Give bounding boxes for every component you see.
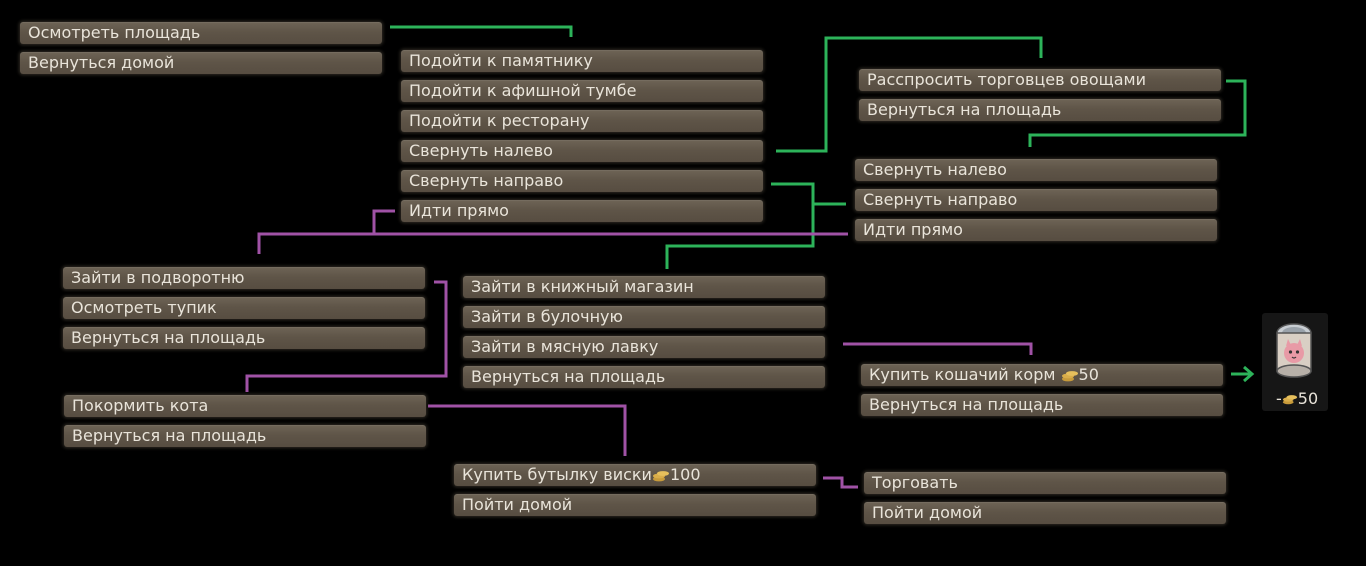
option-cat-1[interactable]: Покормить кота (64, 395, 426, 417)
buy-whisky-label: Купить бутылку виски (462, 465, 652, 484)
coins-icon (1061, 370, 1078, 381)
option-crossroads-3[interactable]: Идти прямо (855, 219, 1217, 241)
option-start-2[interactable]: Вернуться домой (20, 52, 382, 74)
option-buy-cat-food[interactable]: Купить кошачий корм 50 (861, 364, 1223, 386)
option-alley-3[interactable]: Вернуться на площадь (63, 327, 425, 349)
wire-purple (257, 232, 374, 254)
option-shops-3[interactable]: Зайти в мясную лавку (463, 336, 825, 358)
coins-icon (652, 470, 669, 481)
option-crossroads-2[interactable]: Свернуть направо (855, 189, 1217, 211)
wire-purple (843, 342, 1033, 355)
reward-price-prefix: - (1276, 389, 1282, 408)
option-square-1[interactable]: Подойти к памятнику (401, 50, 763, 72)
wire-purple (428, 404, 627, 456)
option-vendors-1[interactable]: Расспросить торговцев овощами (859, 69, 1221, 91)
option-square-4[interactable]: Свернуть налево (401, 140, 763, 162)
option-butcher-back[interactable]: Вернуться на площадь (861, 394, 1223, 416)
wire-purple (372, 209, 848, 236)
reward-price-value: 50 (1297, 389, 1319, 408)
option-whisky-home[interactable]: Пойти домой (454, 494, 816, 516)
reward-item-slot: - 50 (1262, 313, 1328, 411)
wire-purple (823, 476, 858, 489)
wire-green (776, 36, 1043, 153)
wire-green (665, 182, 815, 269)
option-alley-2[interactable]: Осмотреть тупик (63, 297, 425, 319)
option-square-6[interactable]: Идти прямо (401, 200, 763, 222)
coins-icon (1282, 395, 1297, 405)
option-square-2[interactable]: Подойти к афишной тумбе (401, 80, 763, 102)
wire-purple (245, 280, 448, 392)
option-cat-2[interactable]: Вернуться на площадь (64, 425, 426, 447)
option-shops-2[interactable]: Зайти в булочную (463, 306, 825, 328)
option-shops-1[interactable]: Зайти в книжный магазин (463, 276, 825, 298)
cat-food-can-icon (1276, 323, 1312, 378)
option-square-3[interactable]: Подойти к ресторану (401, 110, 763, 132)
wire-green (1028, 79, 1247, 147)
buy-cat-food-label: Купить кошачий корм (869, 365, 1056, 384)
option-alley-1[interactable]: Зайти в подворотню (63, 267, 425, 289)
buy-cat-food-price: 50 (1078, 365, 1099, 384)
option-shops-4[interactable]: Вернуться на площадь (463, 366, 825, 388)
buy-whisky-price: 100 (669, 465, 701, 484)
reward-price: - 50 (1276, 389, 1318, 408)
option-trade-1[interactable]: Торговать (864, 472, 1226, 494)
option-start-1[interactable]: Осмотреть площадь (20, 22, 382, 44)
option-crossroads-1[interactable]: Свернуть налево (855, 159, 1217, 181)
arrow-right-icon (1231, 365, 1255, 383)
wire-green (390, 25, 573, 37)
option-vendors-2[interactable]: Вернуться на площадь (859, 99, 1221, 121)
option-buy-whisky[interactable]: Купить бутылку виски 100 (454, 464, 816, 486)
option-square-5[interactable]: Свернуть направо (401, 170, 763, 192)
option-trade-2[interactable]: Пойти домой (864, 502, 1226, 524)
